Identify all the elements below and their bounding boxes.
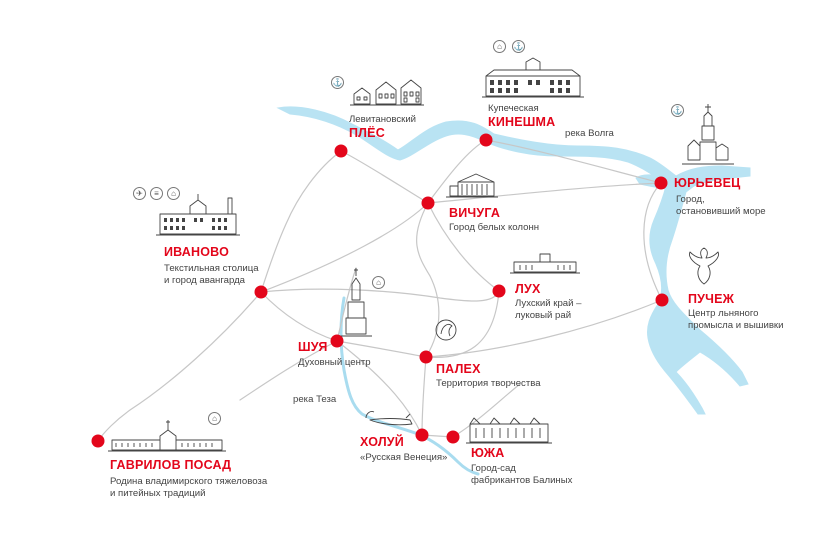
anchor-icon: ⚓ [512, 40, 525, 53]
city-label-ples[interactable]: ПЛЁС [349, 126, 385, 140]
bridge-icon: ≡ [150, 187, 163, 200]
anchor-icon: ⚓ [671, 104, 684, 117]
marker-shuya[interactable] [330, 334, 344, 348]
city-label-shuya[interactable]: ШУЯ [298, 340, 328, 354]
kineshma-subtitle: Купеческая [488, 103, 539, 114]
road-network [97, 139, 663, 442]
ivanovo-factory-icon [156, 194, 240, 236]
ivanovo-desc-1: Текстильная столица [164, 263, 259, 274]
puchezh-desc-2: промысла и вышивки [688, 320, 784, 331]
shuya-belltower-icon [340, 268, 372, 337]
marker-kholuy[interactable] [415, 428, 429, 442]
factory-icon: ⌂ [372, 276, 385, 289]
marker-ivanovo[interactable] [254, 285, 268, 299]
kineshma-building-icon [482, 57, 584, 98]
vichuga-building-icon [446, 173, 498, 198]
puchezh-bird-icon [689, 247, 719, 285]
lukh-building-icon [510, 253, 580, 274]
shuya-desc-1: Духовный центр [298, 357, 371, 368]
marker-palekh[interactable] [419, 350, 433, 364]
anchor-icon: ⚓ [331, 76, 344, 89]
puchezh-desc-1: Центр льняного [688, 308, 759, 319]
vichuga-desc-1: Город белых колонн [449, 222, 540, 233]
marker-puchezh[interactable] [655, 293, 669, 307]
marker-yuzha[interactable] [446, 430, 460, 444]
city-label-yurevets[interactable]: ЮРЬЕВЕЦ [674, 176, 741, 190]
gavrilov-posad-desc-2: и питейных традиций [110, 488, 206, 499]
marker-lukh[interactable] [492, 284, 506, 298]
teza-river [339, 296, 480, 476]
yuzha-factory-icon [466, 417, 552, 444]
palekh-horse-icon [435, 319, 457, 341]
marker-vichuga[interactable] [421, 196, 435, 210]
kholuy-desc-1: «Русская Венеция» [360, 452, 448, 463]
yurevets-church-icon [682, 104, 734, 165]
city-label-kholuy[interactable]: ХОЛУЙ [360, 435, 404, 449]
yuzha-desc-1: Город-сад [471, 463, 516, 474]
gavrilov-building-icon [108, 420, 226, 452]
airplane-icon: ✈ [133, 187, 146, 200]
city-label-vichuga[interactable]: ВИЧУГА [449, 206, 501, 220]
factory-icon: ⌂ [493, 40, 506, 53]
marker-gavrilov-posad[interactable] [91, 434, 105, 448]
palekh-desc-1: Территория творчества [436, 378, 541, 389]
teza-river-label: река Теза [293, 394, 337, 405]
yurevets-desc-1: Город, [676, 194, 705, 205]
marker-kineshma[interactable] [479, 133, 493, 147]
city-label-puchezh[interactable]: ПУЧЕЖ [688, 292, 735, 306]
yuzha-desc-2: фабрикантов Балиных [471, 475, 573, 486]
factory-icon: ⌂ [208, 412, 221, 425]
city-label-ivanovo[interactable]: ИВАНОВО [164, 245, 230, 259]
gavrilov-posad-desc-1: Родина владимирского тяжеловоза [110, 476, 268, 487]
ples-houses-icon [350, 79, 424, 106]
volga-river-label: река Волга [565, 128, 614, 139]
city-label-gavrilov-posad[interactable]: ГАВРИЛОВ ПОСАД [110, 458, 232, 472]
factory-icon: ⌂ [167, 187, 180, 200]
kholuy-boat-icon [365, 411, 413, 426]
yurevets-desc-2: остановивший море [676, 206, 766, 217]
lukh-desc-2: луковый рай [515, 310, 572, 321]
city-label-palekh[interactable]: ПАЛЕХ [436, 362, 481, 376]
ples-subtitle: Левитановский [349, 114, 417, 125]
city-label-kineshma[interactable]: КИНЕШМА [488, 115, 556, 129]
city-label-yuzha[interactable]: ЮЖА [471, 446, 505, 460]
city-label-lukh[interactable]: ЛУХ [515, 282, 541, 296]
lukh-desc-1: Лухский край – [515, 298, 582, 309]
marker-ples[interactable] [334, 144, 348, 158]
ivanovo-desc-2: и город авангарда [164, 275, 246, 286]
city-markers [91, 133, 669, 448]
marker-yurevets[interactable] [654, 176, 668, 190]
